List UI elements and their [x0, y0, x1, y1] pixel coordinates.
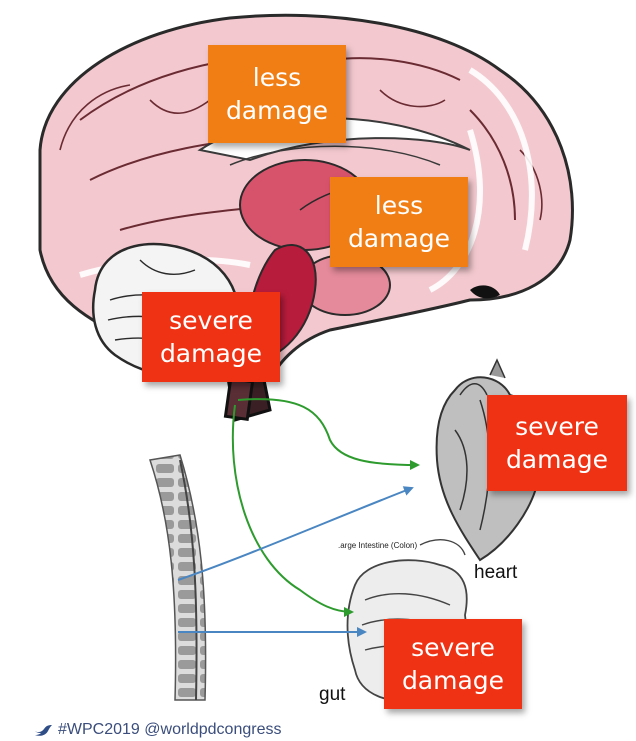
severe-damage-box-brainstem: severe damage [142, 292, 280, 382]
box-line1: severe [169, 304, 253, 337]
severe-damage-box-heart: severe damage [487, 395, 627, 491]
box-line1: severe [515, 410, 599, 443]
severe-damage-box-gut: severe damage [384, 619, 522, 709]
footer-hashtag: #WPC2019 @worldpdcongress [33, 721, 281, 739]
footer-text: #WPC2019 @worldpdcongress [58, 721, 281, 739]
box-line2: damage [160, 337, 262, 370]
box-line2: damage [348, 222, 450, 255]
box-line2: damage [402, 664, 504, 697]
box-line1: less [375, 189, 423, 222]
less-damage-box-top: less damage [208, 45, 346, 143]
box-line1: less [253, 61, 301, 94]
bird-icon [33, 722, 53, 738]
box-line2: damage [226, 94, 328, 127]
spine [150, 455, 206, 700]
heart-label: heart [474, 562, 517, 584]
gut-label: gut [319, 684, 345, 706]
less-damage-box-middle: less damage [330, 177, 468, 267]
colon-small-label: .arge Intestine (Colon) [338, 541, 417, 550]
box-line1: severe [411, 631, 495, 664]
box-line2: damage [506, 443, 608, 476]
